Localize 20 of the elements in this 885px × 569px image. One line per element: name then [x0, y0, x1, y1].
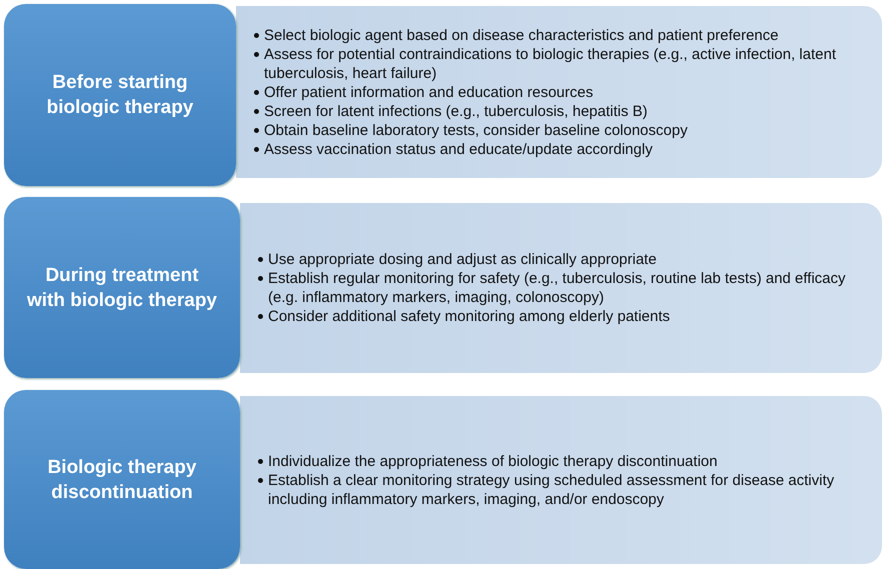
bullet-text: Establish a clear monitoring strategy using scheduled assessment for disease activity including inflammatory markers, imaging, and/or endoscopy: [268, 472, 834, 508]
bullet-text: Individualize the appropriateness of biologic therapy discontinuation: [268, 452, 718, 470]
stage-box: [4, 4, 236, 186]
bullet-text: Screen for latent infections (e.g., tuberculosis, hepatitis B): [264, 102, 648, 120]
bullet-text: Offer patient information and education resources: [264, 84, 594, 100]
bullet-text: Select biologic agent based on disease characteristics and patient preference: [264, 26, 778, 44]
stage-title: Biologic therapy discontinuation: [46, 456, 198, 504]
bullet-text: Consider additional safety monitoring among elderly patients: [268, 308, 670, 325]
stage-title: During treatment with biologic therapy: [26, 264, 218, 312]
bullet-text: Establish regular monitoring for safety (e.g., tuberculosis, routine lab tests) and efficacy (e.g. inflammatory markers, imaging, colonoscopy): [268, 270, 846, 306]
checklist-panel: [240, 203, 882, 373]
checklist-panel: [240, 396, 882, 564]
bullet-text: Assess vaccination status and educate/update accordingly: [264, 140, 653, 158]
stage-box: [4, 197, 240, 378]
stage-title: Before starting biologic therapy: [46, 71, 194, 120]
bullet-text: Use appropriate dosing and adjust as clinically appropriate: [268, 251, 657, 268]
stage-box: [4, 390, 240, 569]
checklist-panel: [236, 6, 882, 178]
bullet-text: Obtain baseline laboratory tests, consider baseline colonoscopy: [264, 122, 688, 138]
bullet-text: Assess for potential contraindications to biologic therapies (e.g., active infection, latent tuberculosis, heart failure): [264, 46, 836, 82]
